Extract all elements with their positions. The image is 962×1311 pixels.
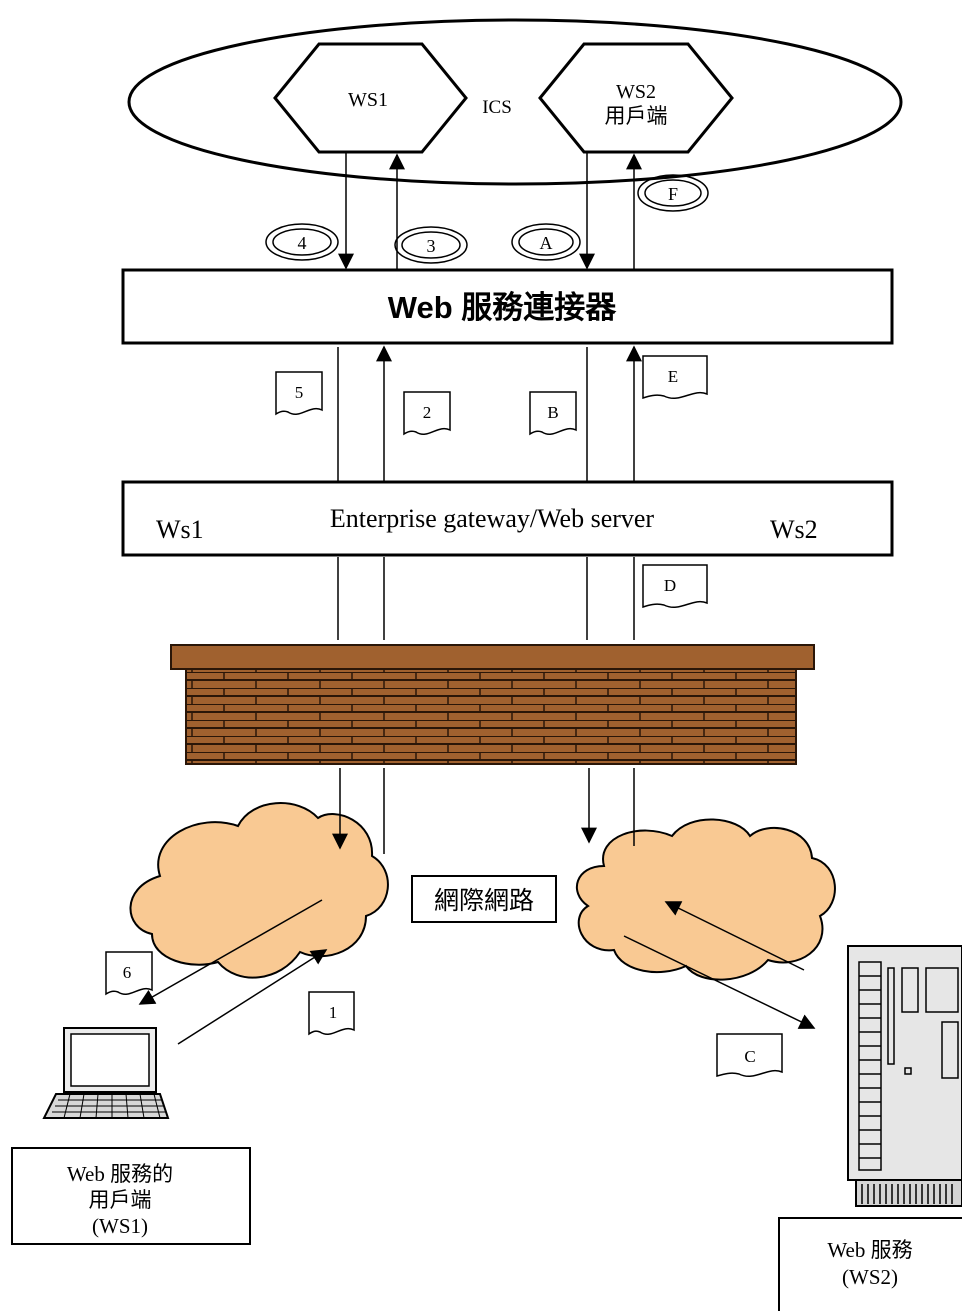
laptop-icon [42, 1027, 170, 1119]
internet-cloud-left [129, 802, 389, 979]
client-label-line2: 用戶端 [89, 1188, 152, 1212]
service-label-line1: Web 服務 [827, 1238, 912, 1262]
step-doc-1: 1 [308, 991, 355, 1036]
step-marker-3: 3 [394, 226, 468, 264]
svg-text:3: 3 [427, 236, 436, 256]
svg-text:F: F [668, 184, 678, 204]
ics-ellipse [127, 18, 903, 186]
step-doc-6: 6 [105, 951, 153, 996]
server-icon [847, 945, 962, 1207]
ws2-label-line1: WS2 [616, 81, 656, 103]
gateway-ws1-label: Ws1 [156, 515, 204, 544]
client-label-line1: Web 服務的 [67, 1162, 173, 1186]
step-doc-B: B [529, 391, 577, 436]
ws2-label-line2: 用戶端 [605, 105, 668, 128]
step-doc-2: 2 [403, 391, 451, 436]
ws1-hexagon [273, 42, 468, 154]
enterprise-gateway-box [121, 480, 894, 557]
service-label-line2: (WS2) [842, 1265, 898, 1289]
firewall [170, 644, 815, 765]
step-doc-E: E [642, 355, 708, 400]
client-label-line3: (WS1) [92, 1214, 148, 1238]
flow-arrow-C [623, 935, 816, 1029]
web-services-connector-box [121, 268, 894, 345]
ws1-label: WS1 [348, 89, 388, 111]
svg-text:5: 5 [295, 383, 304, 402]
ws2-hexagon [538, 42, 734, 154]
service-label-box [778, 1217, 962, 1311]
connector-label: Web 服務連接器 [388, 290, 617, 325]
internet-label-box [411, 875, 557, 923]
flow-arrow-service-response [664, 901, 805, 971]
flow-arrow-6 [138, 899, 323, 1005]
svg-text:C: C [744, 1047, 755, 1066]
svg-text:D: D [664, 576, 676, 595]
internet-label: 網際網路 [434, 887, 534, 915]
ics-label: ICS [482, 97, 512, 118]
svg-text:6: 6 [123, 963, 132, 982]
svg-text:2: 2 [423, 403, 432, 422]
flow-arrow-1 [177, 949, 328, 1045]
step-marker-F: F [637, 174, 709, 212]
internet-cloud-right [576, 818, 836, 981]
step-doc-5: 5 [275, 371, 323, 416]
svg-text:1: 1 [329, 1003, 338, 1022]
gateway-ws2-label: Ws2 [770, 515, 818, 544]
step-marker-4: 4 [265, 223, 339, 261]
svg-text:A: A [540, 233, 553, 253]
svg-text:B: B [547, 403, 558, 422]
svg-text:E: E [668, 367, 678, 386]
step-doc-D: D [642, 564, 708, 609]
client-label-box [11, 1147, 251, 1245]
svg-text:4: 4 [298, 233, 307, 253]
step-marker-A: A [511, 223, 581, 261]
step-doc-C: C [716, 1033, 783, 1077]
gateway-label: Enterprise gateway/Web server [330, 504, 655, 533]
